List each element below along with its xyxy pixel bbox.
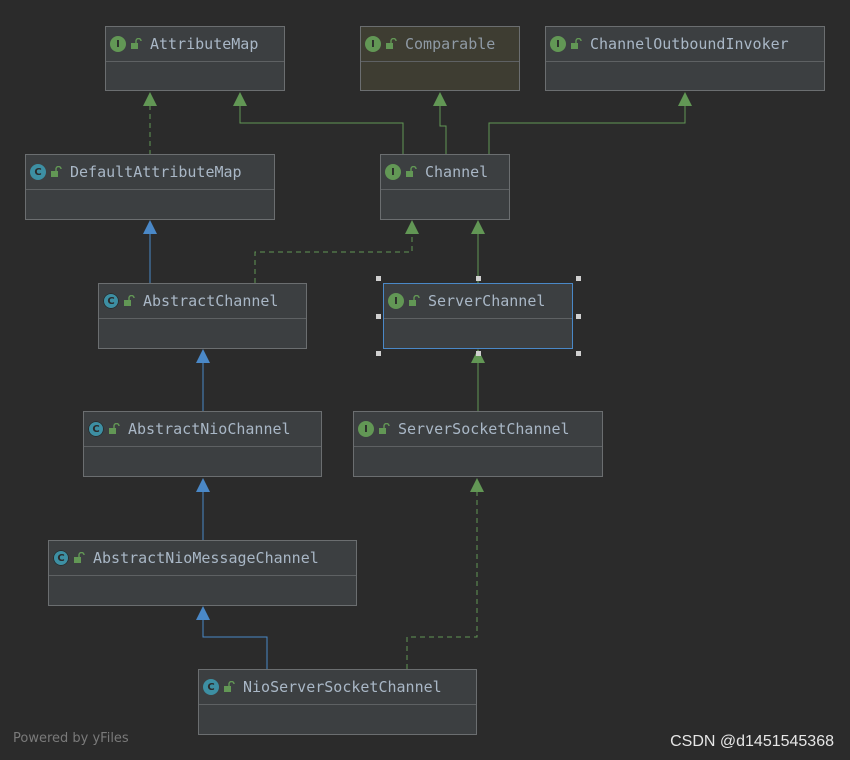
arrow-to-attributemap-a [143, 92, 157, 106]
unlock-icon [406, 166, 417, 177]
node-label: ServerSocketChannel [398, 420, 570, 438]
node-label: ChannelOutboundInvoker [590, 35, 789, 53]
unlock-icon [51, 166, 62, 177]
powered-by-label: Powered by yFiles [13, 731, 129, 746]
arrow-to-channel-a [405, 220, 419, 234]
node-label: Comparable [405, 35, 496, 53]
unlock-icon [131, 38, 142, 49]
interface-icon: I [385, 164, 401, 180]
abstract-class-icon: C [88, 421, 104, 437]
resize-handle[interactable] [376, 276, 381, 281]
node-label: Channel [425, 163, 489, 181]
arrow-to-channel-b [471, 220, 485, 234]
arrow-to-abstractniochannel [196, 478, 210, 492]
resize-handle[interactable] [376, 351, 381, 356]
node-label: AttributeMap [150, 35, 259, 53]
interface-icon: I [550, 36, 566, 52]
node-label: NioServerSocketChannel [243, 678, 442, 696]
arrow-to-defaultattributemap [143, 220, 157, 234]
arrow-to-serversocketchannel [470, 478, 484, 492]
node-abstractniomessagechannel[interactable]: C AbstractNioMessageChannel [48, 540, 357, 606]
edge-abstractchannel-channel [254, 221, 413, 283]
interface-icon: I [388, 293, 404, 309]
unlock-icon [109, 423, 120, 434]
node-abstractniochannel[interactable]: C AbstractNioChannel [83, 411, 322, 477]
node-channel[interactable]: I Channel [380, 154, 510, 220]
resize-handle[interactable] [476, 351, 481, 356]
edge-nioserversocketchannel-abstractniomessagechannel [202, 607, 268, 669]
unlock-icon [124, 295, 135, 306]
class-icon: C [30, 164, 46, 180]
interface-icon: I [358, 421, 374, 437]
unlock-icon [74, 552, 85, 563]
arrow-to-attributemap-b [233, 92, 247, 106]
resize-handle[interactable] [476, 276, 481, 281]
node-attributemap[interactable]: I AttributeMap [105, 26, 285, 91]
edge-channel-comparable [439, 93, 447, 155]
arrow-to-outbound [678, 92, 692, 106]
node-abstractchannel[interactable]: C AbstractChannel [98, 283, 307, 349]
arrow-to-abstractchannel [196, 349, 210, 363]
arrow-to-comparable [433, 92, 447, 106]
node-serverchannel[interactable]: I ServerChannel [383, 283, 573, 349]
class-icon: C [203, 679, 219, 695]
edge-channel-outbound [488, 93, 686, 155]
node-label: DefaultAttributeMap [70, 163, 242, 181]
unlock-icon [224, 681, 235, 692]
interface-icon: I [110, 36, 126, 52]
resize-handle[interactable] [376, 314, 381, 319]
edge-nioserversocketchannel-serversocketchannel [406, 479, 478, 669]
node-defaultattributemap[interactable]: C DefaultAttributeMap [25, 154, 275, 220]
unlock-icon [386, 38, 397, 49]
unlock-icon [409, 295, 420, 306]
node-label: AbstractNioChannel [128, 420, 291, 438]
node-label: ServerChannel [428, 292, 546, 310]
node-label: AbstractChannel [143, 292, 279, 310]
arrow-to-serverchannel [471, 349, 485, 363]
node-channeloutboundinvoker[interactable]: I ChannelOutboundInvoker [545, 26, 825, 91]
unlock-icon [379, 423, 390, 434]
edge-channel-attributemap [239, 93, 404, 155]
node-serversocketchannel[interactable]: I ServerSocketChannel [353, 411, 603, 477]
resize-handle[interactable] [576, 276, 581, 281]
node-nioserversocketchannel[interactable]: C NioServerSocketChannel [198, 669, 477, 735]
unlock-icon [571, 38, 582, 49]
node-comparable[interactable]: I Comparable [360, 26, 520, 91]
arrow-to-abstractniomessagechannel [196, 606, 210, 620]
resize-handle[interactable] [576, 314, 581, 319]
abstract-class-icon: C [103, 293, 119, 309]
watermark-label: CSDN @d1451545368 [670, 733, 834, 750]
abstract-class-icon: C [53, 550, 69, 566]
resize-handle[interactable] [576, 351, 581, 356]
interface-icon: I [365, 36, 381, 52]
node-label: AbstractNioMessageChannel [93, 549, 319, 567]
